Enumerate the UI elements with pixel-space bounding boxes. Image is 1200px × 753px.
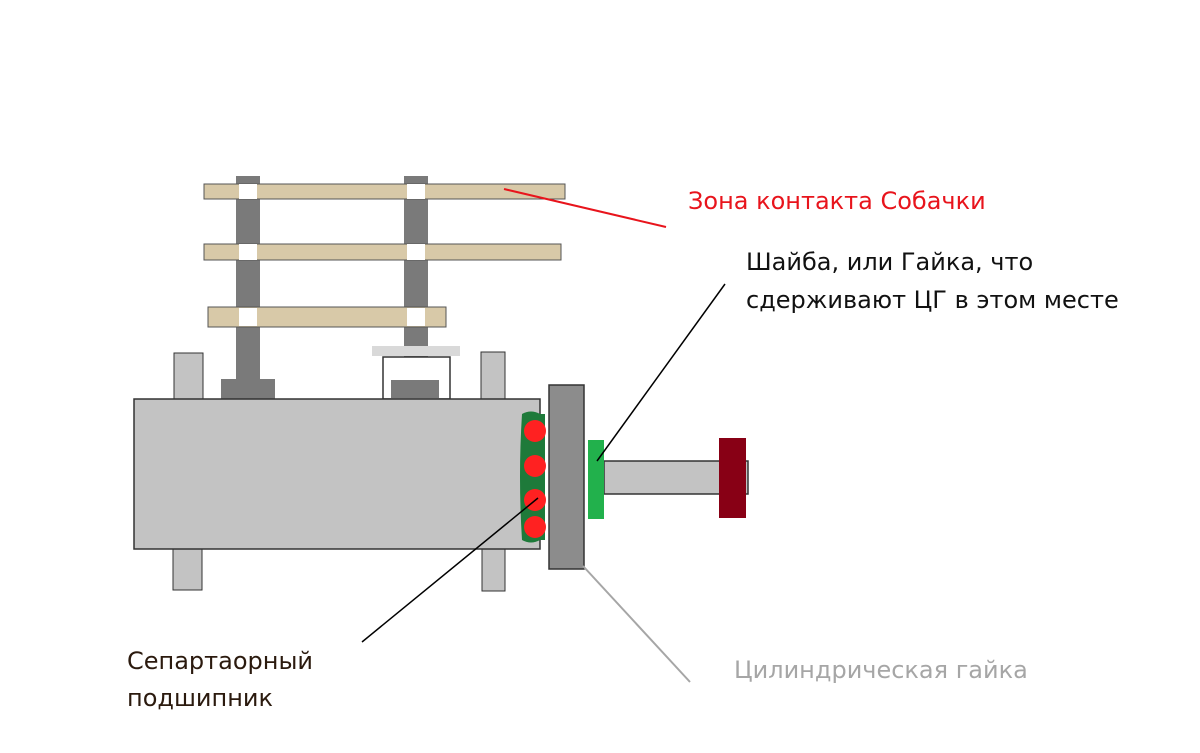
rod-gap	[407, 244, 425, 260]
washer	[588, 440, 604, 519]
rod-gap	[407, 184, 425, 199]
plate-bottom	[207, 306, 447, 328]
rod-gap	[407, 308, 425, 326]
label-bearing-line1: Сепартаорный	[127, 647, 313, 675]
rod-gap	[239, 184, 257, 199]
rod-gap	[239, 244, 257, 260]
top-lug-left	[173, 352, 204, 402]
leader-contact-zone	[503, 188, 667, 228]
label-bearing-line2: подшипник	[127, 684, 274, 712]
bottom-lug-right	[481, 547, 506, 592]
rod-base-left	[221, 379, 275, 399]
end-nut	[719, 438, 746, 518]
label-contact-zone: Зона контакта Собачки	[688, 187, 986, 215]
rod-gap	[239, 308, 257, 326]
label-washer-line2: сдерживают ЦГ в этом месте	[746, 286, 1119, 314]
top-lug-right	[480, 351, 506, 402]
leader-cylindrical-nut	[582, 565, 691, 683]
bearing-ball	[524, 516, 546, 538]
rod-base-right	[391, 380, 439, 398]
label-washer-line1: Шайба, или Гайка, что	[746, 248, 1034, 276]
bearing-ball	[524, 455, 546, 477]
cylinder-body	[133, 398, 541, 550]
cylindrical-nut-plate	[548, 384, 585, 570]
housing-cap	[372, 346, 460, 356]
plate-middle	[203, 243, 562, 261]
plate-top	[203, 183, 566, 200]
bottom-lug-left	[172, 547, 203, 591]
leader-washer	[596, 283, 726, 462]
leader-bearing	[361, 497, 539, 643]
rod-left	[236, 176, 260, 381]
bearing-ball	[524, 420, 546, 442]
label-cylindrical-nut: Цилиндрическая гайка	[734, 656, 1028, 684]
